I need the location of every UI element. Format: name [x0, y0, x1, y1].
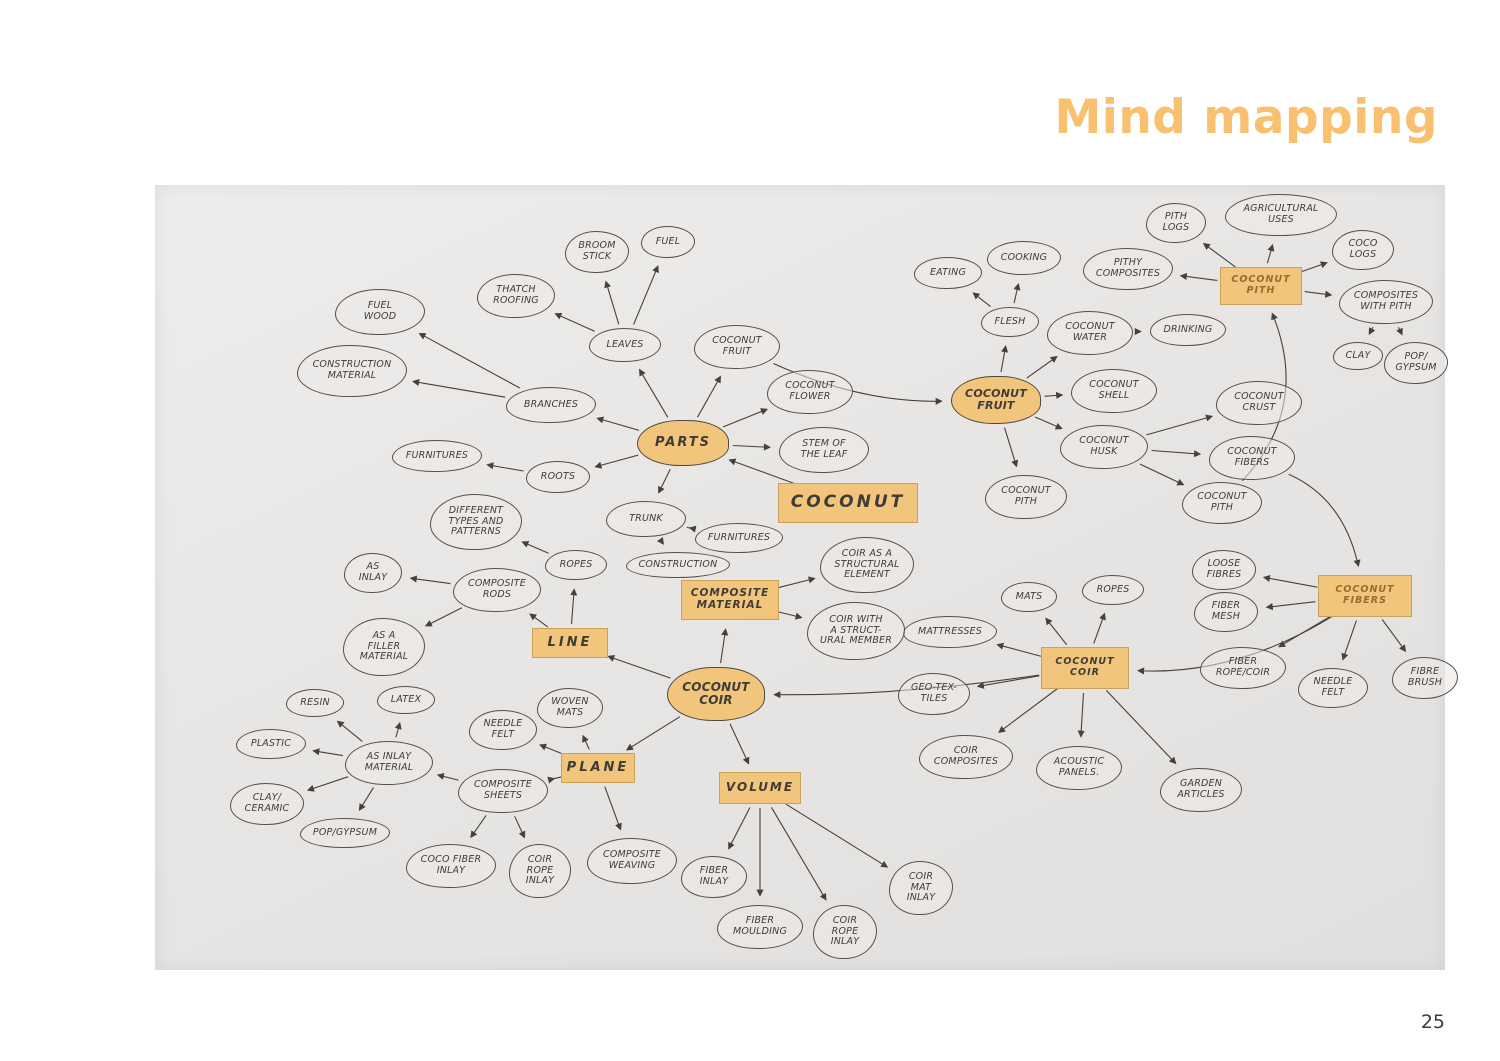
node-acoustic-panels: ACOUSTIC PANELS. — [1036, 746, 1122, 790]
node-composite-sheets: COMPOSITE SHEETS — [458, 769, 548, 813]
node-fiber-rope-coir: FIBER ROPE/COIR — [1200, 647, 1286, 689]
node-coconut-fibers-plain: COCONUT FIBERS — [1209, 436, 1295, 480]
node-coir-rope-inlay-bottom: COIR ROPE INLAY — [813, 905, 877, 959]
node-fiber-mesh: FIBER MESH — [1194, 592, 1258, 632]
node-coconut-husk: COCONUT HUSK — [1060, 425, 1148, 469]
node-needle-felt-right: NEEDLE FELT — [1298, 668, 1368, 708]
node-construction-material: CONSTRUCTION MATERIAL — [297, 345, 407, 397]
node-fuel: FUEL — [641, 226, 695, 258]
node-clay: CLAY — [1333, 342, 1383, 370]
node-coir-composites: COIR COMPOSITES — [919, 735, 1013, 779]
node-coconut: COCONUT — [778, 483, 918, 523]
node-garden-articles: GARDEN ARTICLES — [1160, 768, 1242, 812]
node-furnitures-trunk: FURNITURES — [695, 523, 783, 553]
node-coconut-fibers-hl: COCONUT FIBERS — [1318, 575, 1412, 617]
node-pop-gypsum-left: POP/GYPSUM — [300, 818, 390, 848]
node-pith-logs: PITH LOGS — [1146, 203, 1206, 243]
node-woven-mats: WOVEN MATS — [537, 688, 603, 728]
node-composite-material: COMPOSITE MATERIAL — [681, 580, 779, 620]
node-agricultural-uses: AGRICULTURAL USES — [1225, 194, 1337, 236]
node-different-types: DIFFERENT TYPES AND PATTERNS — [430, 494, 522, 550]
node-as-inlay-material: AS INLAY MATERIAL — [345, 741, 433, 785]
node-needle-felt-left: NEEDLE FELT — [469, 710, 537, 750]
node-coconut-coir-center: COCONUT COIR — [667, 667, 765, 721]
node-line: LINE — [532, 628, 608, 658]
node-plastic: PLASTIC — [236, 729, 306, 759]
node-fiber-inlay: FIBER INLAY — [681, 856, 747, 898]
node-coir-structural-element: COIR AS A STRUCTURAL ELEMENT — [820, 537, 914, 593]
node-composite-rods: COMPOSITE RODS — [453, 568, 541, 612]
node-coconut-crust: COCONUT CRUST — [1216, 381, 1302, 425]
node-ropes-right: ROPES — [1082, 575, 1144, 605]
node-geo-textiles: GEO-TEX- TILES — [898, 673, 970, 715]
node-stem-of-the-leaf: STEM OF THE LEAF — [779, 427, 869, 473]
node-loose-fibres: LOOSE FIBRES — [1192, 550, 1256, 590]
node-coconut-fruit-plain: COCONUT FRUIT — [694, 325, 780, 369]
node-coconut-water: COCONUT WATER — [1047, 311, 1133, 355]
node-construction: CONSTRUCTION — [626, 552, 730, 578]
node-branches: BRANCHES — [506, 387, 596, 423]
node-coconut-flower: COCONUT FLOWER — [767, 370, 853, 414]
node-coconut-fruit-hl: COCONUT FRUIT — [951, 376, 1041, 424]
node-broom-stick: BROOM STICK — [565, 231, 629, 273]
node-composite-weaving: COMPOSITE WEAVING — [587, 838, 677, 884]
node-fiber-moulding: FIBER MOULDING — [717, 905, 803, 949]
node-coconut-pith-below: COCONUT PITH — [985, 475, 1067, 519]
node-trunk: TRUNK — [606, 501, 686, 537]
node-volume: VOLUME — [719, 772, 801, 804]
page-number: 25 — [1420, 1011, 1445, 1033]
node-coconut-shell: COCONUT SHELL — [1071, 369, 1157, 413]
node-mats: MATS — [1001, 582, 1057, 612]
node-furnitures-left: FURNITURES — [392, 440, 482, 472]
node-latex: LATEX — [377, 686, 435, 714]
node-coconut-pith-right: COCONUT PITH — [1182, 482, 1262, 524]
node-fuel-wood: FUEL WOOD — [335, 289, 425, 335]
node-pithy-composites: PITHY COMPOSITES — [1083, 248, 1173, 290]
node-fibre-brush: FIBRE BRUSH — [1392, 657, 1458, 699]
node-coconut-coir-hl: COCONUT COIR — [1041, 647, 1129, 689]
page-title: Mind mapping — [1054, 90, 1438, 145]
node-parts: PARTS — [637, 420, 729, 466]
node-as-inlay: AS INLAY — [344, 553, 402, 593]
node-cooking: COOKING — [987, 241, 1061, 275]
node-coir-rope-inlay-left: COIR ROPE INLAY — [509, 844, 571, 898]
node-coir-mat-inlay: COIR MAT INLAY — [889, 861, 953, 915]
node-coir-structural-member: COIR WITH A STRUCT- URAL MEMBER — [807, 602, 905, 660]
node-coconut-pith-hl: COCONUT PITH — [1220, 267, 1302, 305]
node-ropes-left: ROPES — [545, 550, 607, 580]
node-eating: EATING — [914, 257, 982, 289]
node-plane: PLANE — [561, 753, 635, 783]
node-pop-gypsum-right: POP/ GYPSUM — [1384, 342, 1448, 384]
node-mattresses: MATTRESSES — [903, 616, 997, 648]
node-roots: ROOTS — [526, 461, 590, 493]
node-coco-logs: COCO LOGS — [1332, 230, 1394, 270]
node-composites-with-pith: COMPOSITES WITH PITH — [1339, 280, 1433, 324]
node-flesh: FLESH — [981, 307, 1039, 337]
node-coco-fiber-inlay: COCO FIBER INLAY — [406, 844, 496, 888]
node-thatch-roofing: THATCH ROOFING — [477, 274, 555, 318]
node-drinking: DRINKING — [1150, 314, 1226, 346]
node-clay-ceramic: CLAY/ CERAMIC — [230, 783, 304, 825]
node-leaves: LEAVES — [589, 328, 661, 362]
node-resin: RESIN — [286, 689, 344, 717]
node-as-filler-material: AS A FILLER MATERIAL — [343, 618, 425, 676]
